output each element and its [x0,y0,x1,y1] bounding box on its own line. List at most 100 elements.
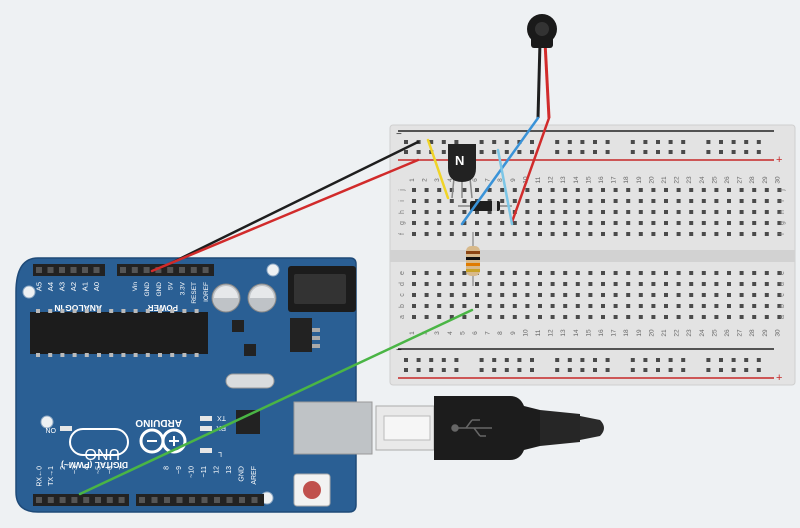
breadboard-hole[interactable] [512,188,517,192]
breadboard-hole[interactable] [727,221,731,225]
header-pin[interactable] [139,497,145,503]
rail-hole[interactable] [668,358,673,362]
rail-hole[interactable] [580,368,585,372]
breadboard-hole[interactable] [588,188,593,192]
breadboard-hole[interactable] [676,293,681,297]
breadboard-hole[interactable] [626,199,631,203]
rail-hole[interactable] [719,140,723,144]
breadboard-hole[interactable] [424,199,429,203]
breadboard-hole[interactable] [651,282,656,286]
rail-hole[interactable] [731,140,736,144]
breadboard-hole[interactable] [689,282,694,286]
rail-hole[interactable] [580,140,585,144]
breadboard-hole[interactable] [664,293,668,297]
breadboard-hole[interactable] [563,271,568,275]
breadboard-hole[interactable] [575,271,580,275]
breadboard-hole[interactable] [714,188,719,192]
breadboard-hole[interactable] [412,210,416,214]
breadboard-hole[interactable] [689,199,694,203]
breadboard-hole[interactable] [664,232,668,236]
rail-hole[interactable] [555,358,560,362]
rail-hole[interactable] [756,150,761,154]
breadboard-hole[interactable] [739,282,744,286]
breadboard-hole[interactable] [613,271,618,275]
rail-hole[interactable] [643,358,648,362]
breadboard-hole[interactable] [424,282,429,286]
breadboard-hole[interactable] [475,188,479,192]
header-pin[interactable] [118,497,125,503]
breadboard-hole[interactable] [588,199,593,203]
breadboard-hole[interactable] [739,304,744,308]
rail-hole[interactable] [719,358,723,362]
breadboard-hole[interactable] [626,221,631,225]
breadboard-hole[interactable] [462,221,467,225]
rail-hole[interactable] [567,368,572,372]
breadboard-hole[interactable] [525,199,530,203]
breadboard-hole[interactable] [601,304,605,308]
header-pin[interactable] [93,267,100,273]
rail-hole[interactable] [756,368,761,372]
header-pin[interactable] [47,497,54,503]
breadboard-hole[interactable] [601,221,605,225]
breadboard-hole[interactable] [701,315,706,319]
breadboard-hole[interactable] [638,282,643,286]
breadboard-hole[interactable] [676,199,681,203]
breadboard-hole[interactable] [651,271,656,275]
breadboard-hole[interactable] [538,293,542,297]
breadboard-hole[interactable] [714,199,719,203]
rail-hole[interactable] [404,368,408,372]
rail-hole[interactable] [706,150,711,154]
rail-hole[interactable] [416,150,421,154]
breadboard-hole[interactable] [676,271,681,275]
breadboard-hole[interactable] [664,210,668,214]
breadboard-hole[interactable] [777,188,782,192]
breadboard-hole[interactable] [777,293,782,297]
breadboard-hole[interactable] [487,232,492,236]
rail-hole[interactable] [429,368,434,372]
breadboard-hole[interactable] [412,315,416,319]
breadboard-hole[interactable] [512,199,517,203]
breadboard-hole[interactable] [500,188,505,192]
breadboard-hole[interactable] [550,293,555,297]
rail-hole[interactable] [630,358,635,362]
breadboard-hole[interactable] [575,293,580,297]
header-pin[interactable] [167,267,174,273]
breadboard-hole[interactable] [512,293,517,297]
rail-hole[interactable] [681,368,686,372]
breadboard-hole[interactable] [412,221,416,225]
rail-hole[interactable] [479,150,484,154]
breadboard-hole[interactable] [638,315,643,319]
rail-hole[interactable] [517,358,522,362]
rail-hole[interactable] [504,368,509,372]
rail-hole[interactable] [404,140,408,144]
breadboard-hole[interactable] [777,210,782,214]
breadboard-hole[interactable] [500,232,505,236]
breadboard-hole[interactable] [424,210,429,214]
breadboard-hole[interactable] [626,232,631,236]
breadboard-hole[interactable] [412,232,416,236]
breadboard-hole[interactable] [525,304,530,308]
rail-hole[interactable] [492,368,497,372]
rail-hole[interactable] [656,358,660,362]
header-pin[interactable] [151,497,158,503]
breadboard-hole[interactable] [449,271,454,275]
breadboard-hole[interactable] [764,271,769,275]
breadboard-hole[interactable] [575,232,580,236]
breadboard-hole[interactable] [437,188,442,192]
breadboard-hole[interactable] [739,188,744,192]
breadboard-hole[interactable] [550,282,555,286]
breadboard-hole[interactable] [550,271,555,275]
breadboard-hole[interactable] [676,210,681,214]
breadboard-hole[interactable] [727,282,731,286]
breadboard-hole[interactable] [638,188,643,192]
breadboard-hole[interactable] [412,304,416,308]
rail-hole[interactable] [441,140,446,144]
breadboard-hole[interactable] [714,232,719,236]
rail-hole[interactable] [429,358,434,362]
rail-hole[interactable] [530,140,534,144]
breadboard-hole[interactable] [500,221,505,225]
breadboard-hole[interactable] [487,304,492,308]
breadboard-hole[interactable] [575,282,580,286]
breadboard-hole[interactable] [701,304,706,308]
breadboard-hole[interactable] [752,282,757,286]
